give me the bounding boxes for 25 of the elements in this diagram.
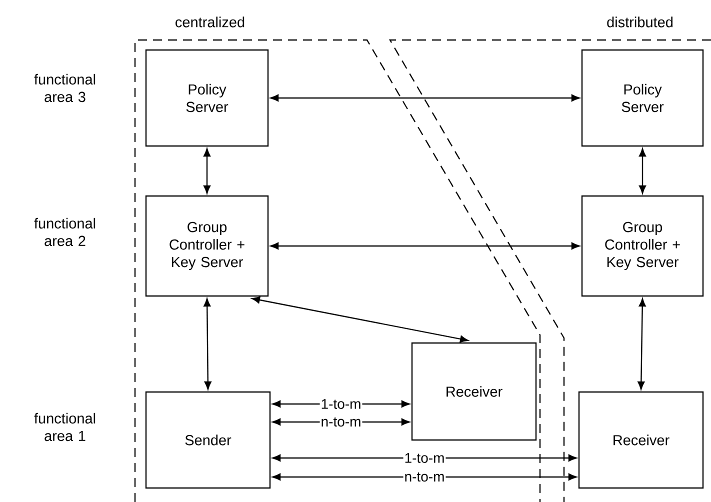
process-box: Policy Server bbox=[145, 49, 269, 147]
process-box: Sender bbox=[145, 391, 271, 489]
area-label: centralized bbox=[176, 16, 244, 28]
arrow bbox=[272, 473, 577, 481]
process-box: Policy Server bbox=[581, 49, 704, 147]
process-box: Receiver bbox=[411, 342, 537, 441]
area-label: functional area 1 bbox=[34, 412, 96, 442]
edge-label: n-to-m bbox=[320, 416, 362, 428]
arrow bbox=[270, 242, 580, 250]
arrow bbox=[638, 148, 646, 194]
edge-label: n-to-m bbox=[403, 471, 446, 483]
arrow bbox=[204, 298, 212, 390]
arrow bbox=[270, 94, 580, 102]
arrow bbox=[638, 298, 646, 390]
arrow bbox=[204, 148, 211, 194]
arrow bbox=[252, 296, 468, 343]
process-box: Group Controller + Key Server bbox=[581, 195, 704, 297]
area-label: functional area 2 bbox=[34, 218, 96, 246]
area-label: functional area 3 bbox=[34, 74, 96, 102]
edge-label: 1-to-m bbox=[320, 398, 362, 410]
process-box: Receiver bbox=[578, 391, 704, 489]
edge-label: 1-to-m bbox=[403, 452, 446, 464]
area-label: distributed bbox=[607, 16, 673, 28]
arrow bbox=[272, 454, 577, 462]
process-box: Group Controller + Key Server bbox=[145, 195, 269, 297]
